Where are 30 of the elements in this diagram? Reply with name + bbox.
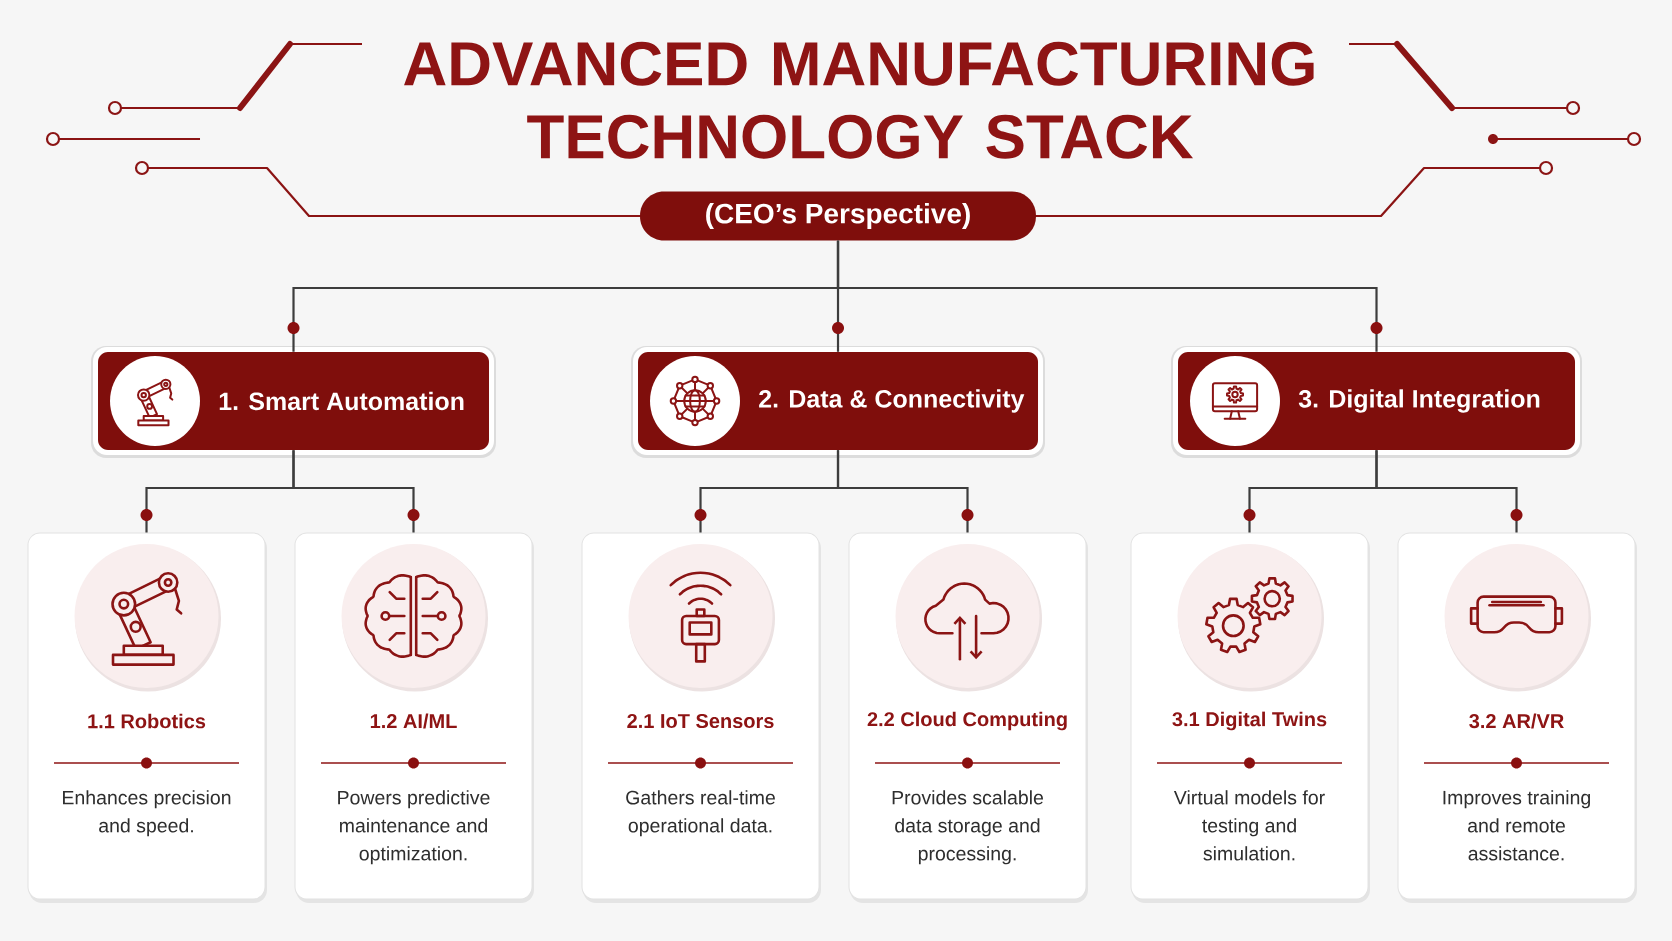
- card-title: 2.2 Cloud Computing: [867, 711, 1067, 731]
- connector: [292, 450, 420, 533]
- subtitle-pill: (CEO’s Perspective): [640, 191, 1036, 241]
- card-description: Improves training and remote assistance.: [1443, 790, 1590, 861]
- card-description: Powers predictive maintenance and optimization.: [338, 790, 490, 865]
- category-title: 2. Data & Connectivity: [759, 389, 1025, 413]
- connector: [1375, 450, 1523, 533]
- card-title: 1.2 AI/ML: [370, 713, 457, 729]
- card: [294, 532, 534, 903]
- category-title: 3. Digital Integration: [1298, 389, 1540, 413]
- category-box: [631, 346, 1045, 458]
- card-description: Provides scalable data storage and processing.: [892, 790, 1043, 865]
- card-title: 3.1 Digital Twins: [1172, 711, 1327, 731]
- card: [1397, 532, 1637, 903]
- title: ADVANCED MANUFACTURING TECHNOLOGY STACK: [404, 41, 1314, 159]
- card: [848, 532, 1088, 903]
- card-title: 2.1 IoT Sensors: [627, 713, 774, 729]
- category-box: [91, 346, 496, 458]
- connector: [836, 240, 1383, 352]
- card: [1130, 532, 1370, 903]
- card-description: Enhances precision and speed.: [63, 790, 231, 837]
- card-description: Virtual models for testing and simulation.: [1173, 790, 1325, 861]
- connector: [836, 450, 974, 533]
- category-box: [1171, 346, 1582, 458]
- category-title: 1. Smart Automation: [219, 391, 464, 411]
- card-title: 3.2 AR/VR: [1469, 713, 1564, 729]
- card-description: Gathers real-time operational data.: [626, 790, 775, 837]
- card-title: 1.1 Robotics: [88, 713, 206, 729]
- card: [27, 532, 267, 903]
- card: [581, 532, 821, 903]
